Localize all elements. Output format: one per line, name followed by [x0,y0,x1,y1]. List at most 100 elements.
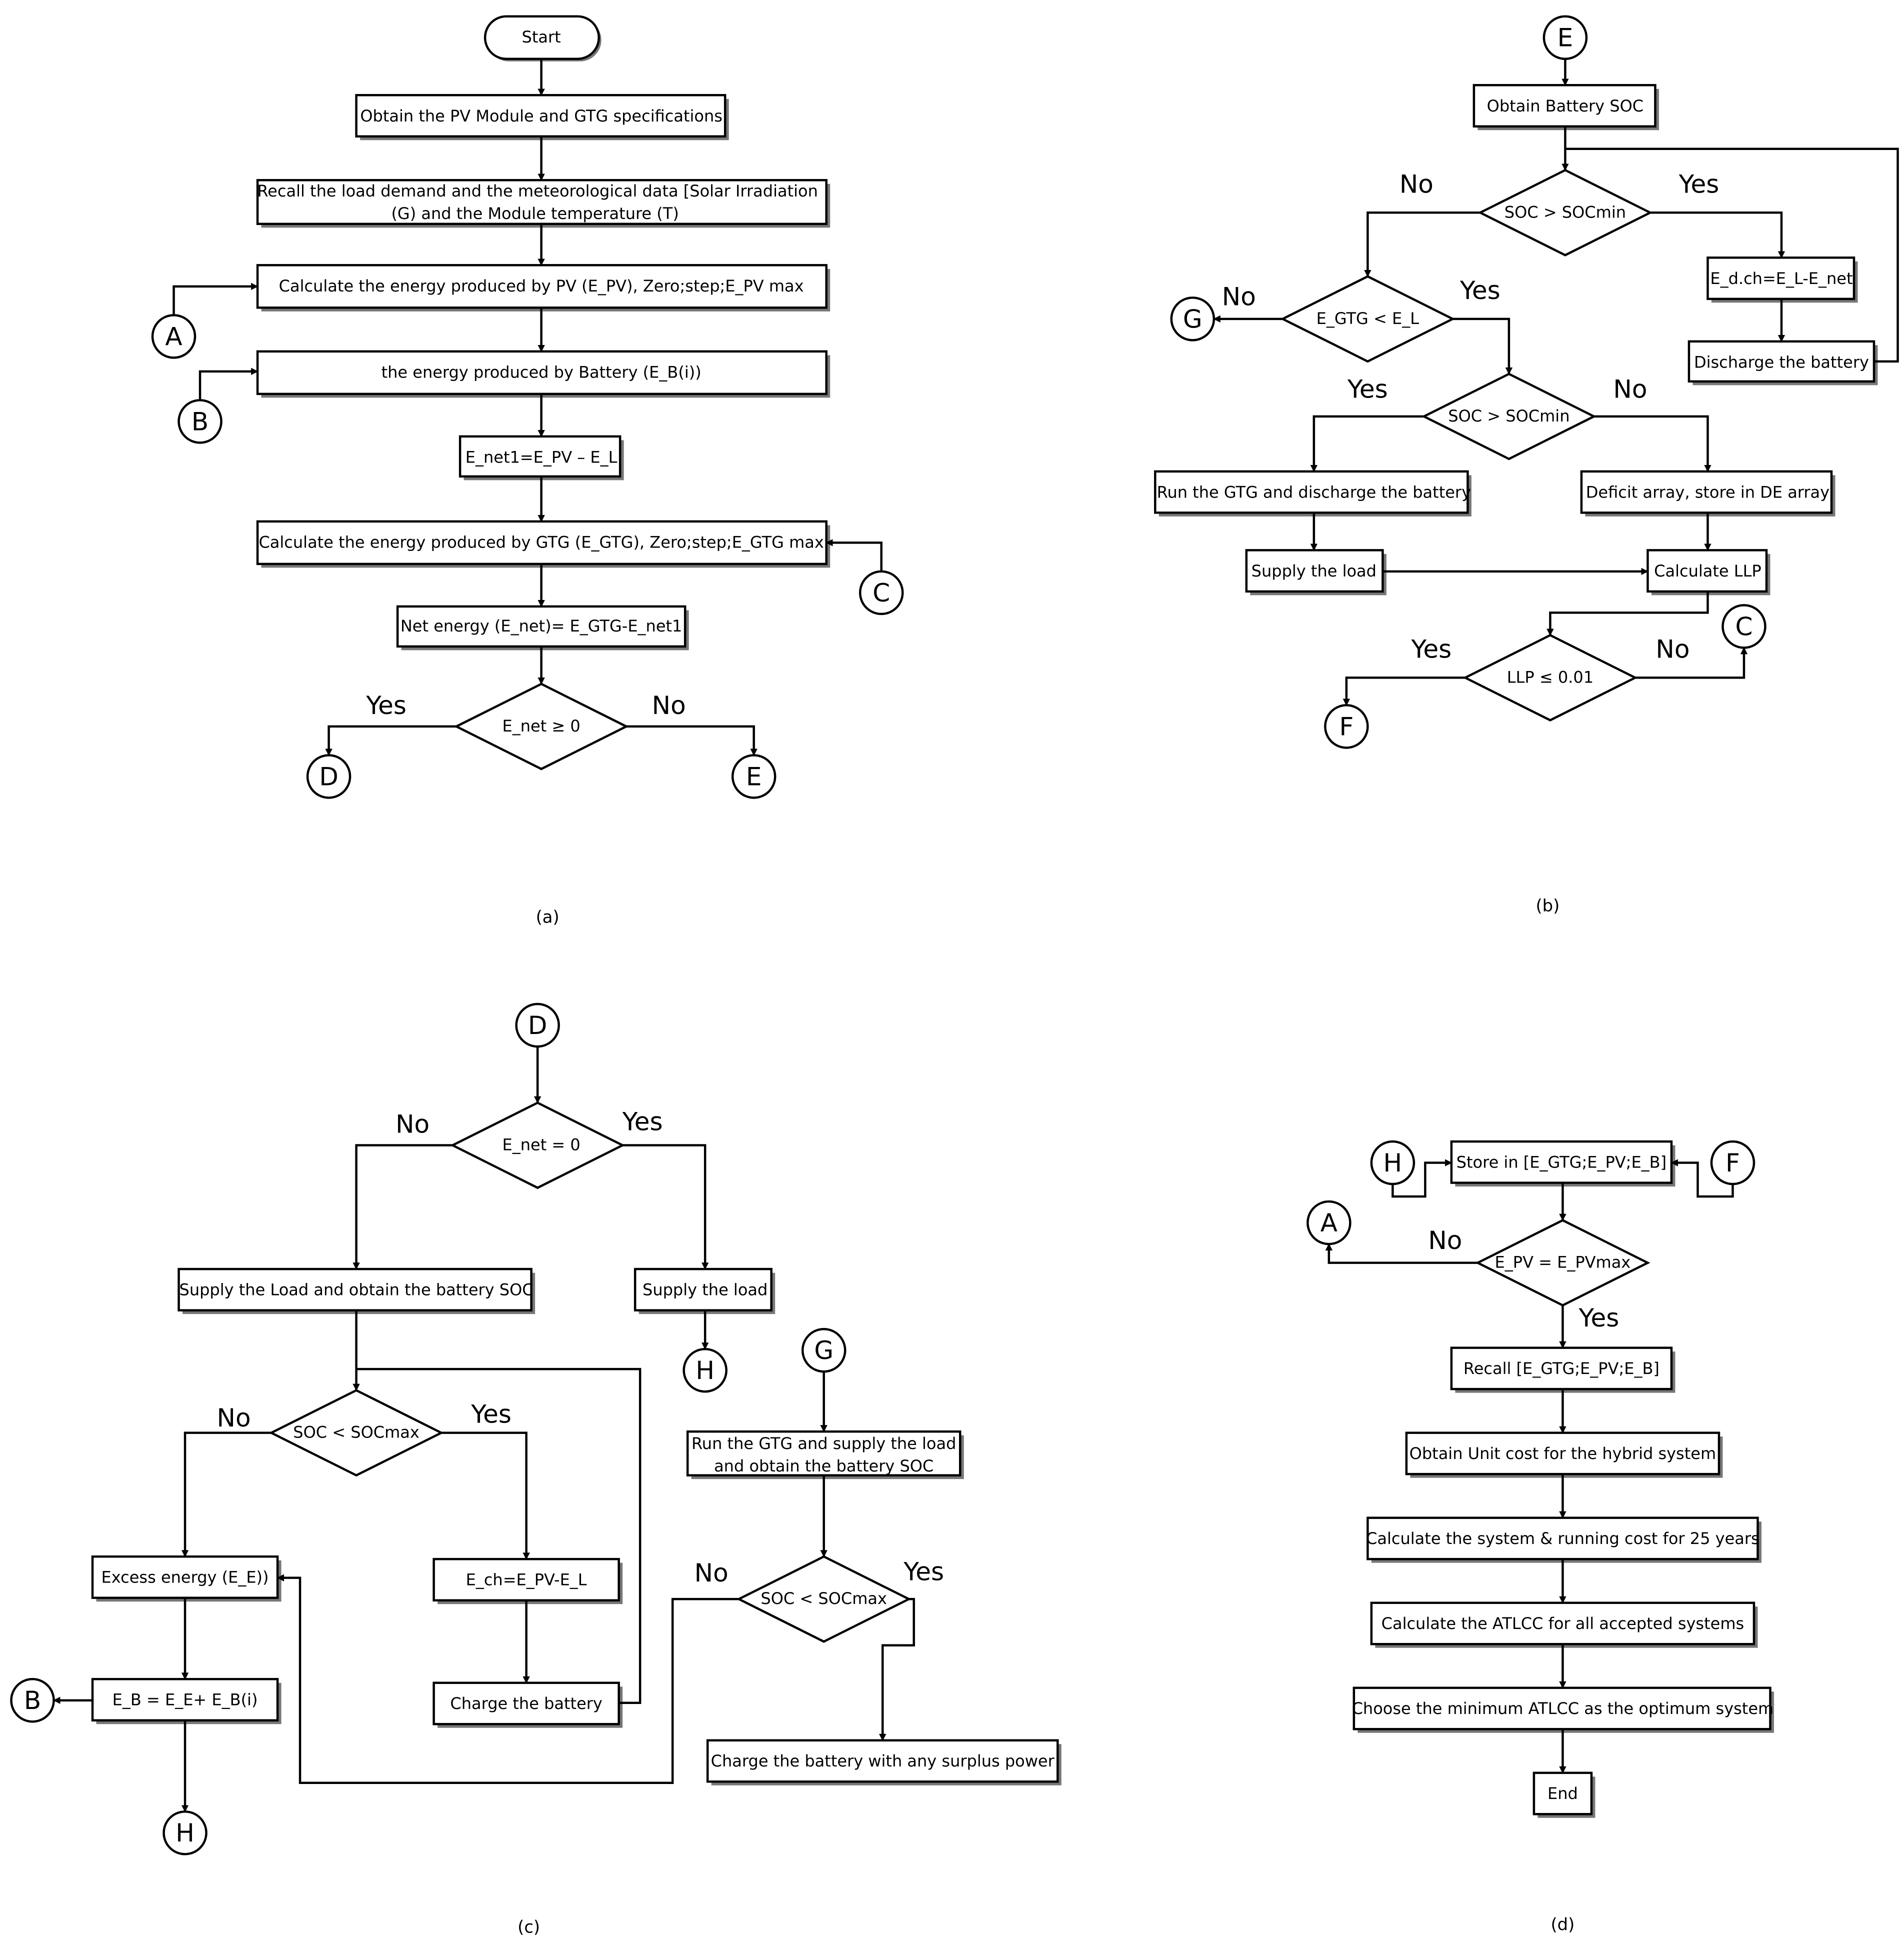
supply-load-label: Supply the load [1252,562,1376,580]
connector-d-label: D [319,762,338,791]
yes-label: Yes [366,691,406,720]
no-label: No [652,691,686,720]
panel-b-caption: (b) [1536,896,1560,916]
panel-a-caption: (a) [536,907,560,926]
deficit-box [1580,470,1833,514]
arrow [826,539,882,572]
panel-a: Start Obtain the PV Module and GTG speci… [151,15,904,926]
calc-atlcc-label: Calculate the ATLCC for all accepted sys… [1382,1614,1744,1633]
no-label: No [694,1558,728,1588]
arrow [356,1368,642,1704]
calc-gtg-box [256,520,828,566]
connector-c-label: C [872,578,890,608]
no-label: No [1400,170,1434,198]
unit-cost-label: Obtain Unit cost for the hybrid system [1410,1444,1716,1463]
soc-min-decision-2 [1421,372,1596,460]
charge-surplus-label: Charge the battery with any surplus powe… [711,1752,1055,1770]
arrow [879,1598,915,1742]
connector-c-label: C [1735,612,1752,641]
yes-label: Yes [1578,1304,1620,1332]
end-label: End [1548,1784,1578,1803]
yes-label: Yes [903,1558,944,1586]
ech-box [432,1558,620,1602]
llp-decision-label: LLP ≤ 0.01 [1507,668,1594,686]
recall-data-label-line1: Recall the load demand and the meteorolo… [257,182,818,200]
start-label: Start [522,28,561,46]
yes-label: Yes [1460,276,1500,305]
run-gtg-label: Run the GTG and discharge the battery [1157,482,1471,502]
soc-min-decision-1 [1478,168,1653,256]
supply-load-label: Supply the load [642,1280,768,1300]
no-label: No [1656,634,1690,664]
recall-data-label-line2: (G) and the Module temperature (T) [391,204,678,223]
obtain-specs-label: Obtain the PV Module and GTG specificati… [360,106,722,126]
arrow [276,1574,739,1784]
arrow [1325,1243,1478,1264]
arrow [1546,591,1709,636]
recall-data-box [256,179,828,226]
enet-zero-decision-label: E_net = 0 [502,1136,580,1154]
net-energy-box [396,605,686,648]
supply-obtain-label: Supply the Load and obtain the battery S… [180,1280,534,1300]
enet1-label: E_net1=E_PV – E_L [466,448,618,466]
panel-d: H F A Store in [E_GTG;E_PV;E_B] E_PV = E… [1306,1140,1774,1934]
panel-c: D E_net = 0 Supply the Load and obtain t… [10,1002,1062,1937]
charge-battery-label: Charge the battery [450,1694,602,1713]
connector-b-label: B [24,1686,41,1715]
calc-pv-label: Calculate the energy produced by PV (E_P… [279,276,804,296]
arrow [1650,212,1786,258]
connector-h-label: H [696,1356,714,1385]
soc-max-decision-2 [736,1555,912,1643]
recall-box [1450,1346,1673,1390]
connector-e-label: E [746,762,762,791]
connector-e-label: E [1558,24,1574,52]
store-box [1450,1140,1673,1184]
arrow [1310,415,1424,472]
recall-label: Recall [E_GTG;E_PV;E_B] [1464,1359,1660,1378]
gtg-decision [1280,275,1456,363]
calc-atlcc-box [1370,1602,1756,1646]
arrow [352,1144,453,1270]
panel-b: E Obtain Battery SOC SOC > SOCmin E_d.ch… [1154,15,1899,916]
charge-battery-box [432,1682,620,1726]
yes-label: Yes [622,1108,663,1136]
arrow [1565,148,1899,363]
battery-energy-label: the energy produced by Battery (E_B(i)) [382,362,702,382]
arrow [441,1432,530,1560]
connector-f-label: F [1339,712,1354,741]
connector-c [858,570,904,616]
yes-label: Yes [1678,170,1720,198]
arrow [1342,676,1466,706]
connector-b-label: B [192,407,208,436]
calc-cost-label: Calculate the system & running cost for … [1366,1529,1760,1548]
arrow [626,725,758,756]
excess-energy-label: Excess energy (E_E)) [102,1568,269,1587]
connector-h-label: H [1384,1148,1402,1178]
store-label: Store in [E_GTG;E_PV;E_B] [1456,1153,1666,1172]
soc-max-decision-1 [268,1389,444,1477]
ech-label: E_ch=E_PV-E_L [466,1570,587,1590]
supply-obtain-box [178,1268,532,1312]
charge-surplus-box [706,1739,1059,1783]
discharge-label: Discharge the battery [1694,352,1869,372]
connector-h-label: H [176,1818,194,1848]
arrow [1392,1159,1452,1198]
obtain-specs-box [355,94,726,138]
llp-decision [1462,634,1638,722]
soc-max-decision-2-label: SOC < SOCmax [760,1589,887,1608]
connector-f-label: F [1726,1148,1740,1178]
connector-a-label: A [1320,1208,1338,1238]
no-label: No [1222,282,1256,311]
run-gtg-box [1154,470,1469,514]
connector-a [151,314,196,359]
run-gtg-label-line1: Run the GTG and supply the load [692,1434,956,1453]
soc-min-decision-2-label: SOC > SOCmin [1448,406,1570,426]
arrow [1364,212,1480,278]
arrow [181,1432,272,1558]
enet-decision [454,682,629,770]
supply-load-box [634,1268,772,1312]
epv-decision-label: E_PV = E_PVmax [1495,1253,1631,1272]
no-label: No [1613,374,1647,404]
no-label: No [1428,1226,1462,1255]
